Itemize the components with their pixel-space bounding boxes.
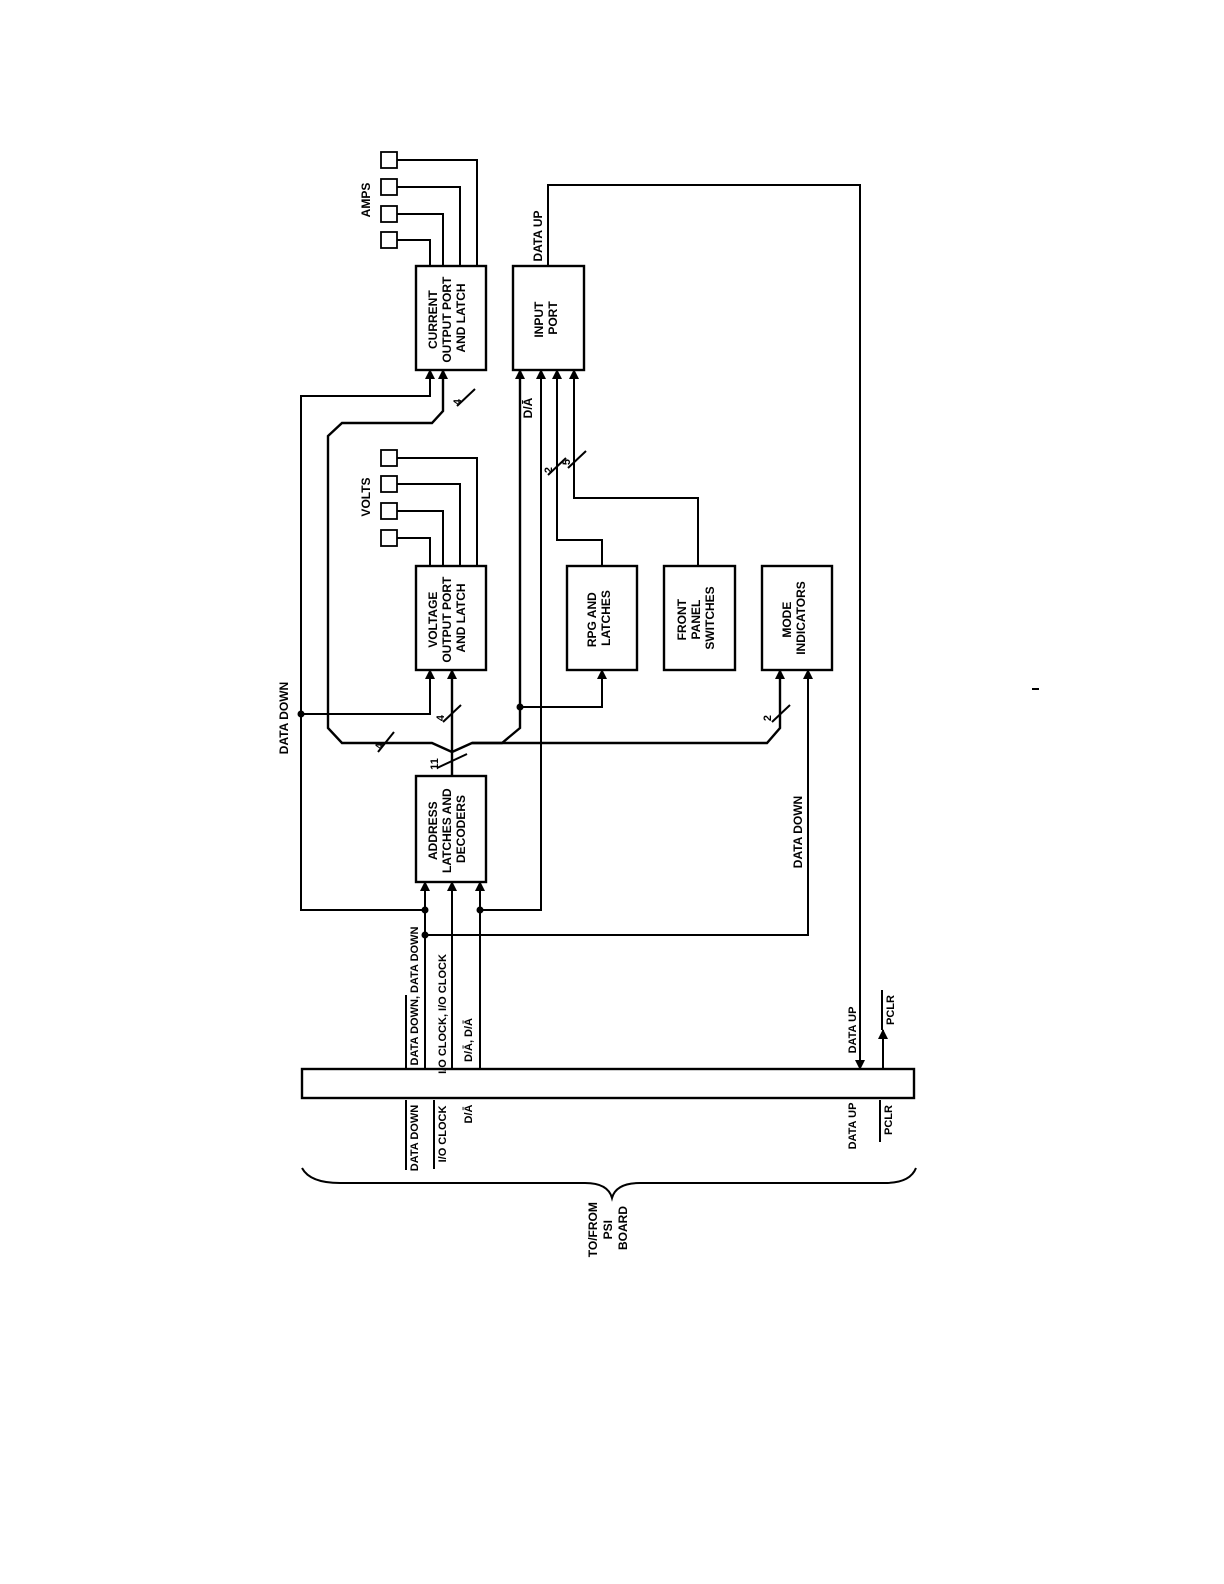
board-out-labels: DATA DOWN I/O CLOCK D/Ā DATA UP PCLR xyxy=(409,1103,895,1172)
svg-text:VOLTAGE OUTPUT PORT: VOLTAGE OUTPUT PORT AND LATCH xyxy=(426,573,468,662)
da-top-label: D/Ā xyxy=(521,397,535,418)
input-port-block: INPUT PORT xyxy=(511,264,586,372)
svg-text:DATA UP: DATA UP xyxy=(847,1103,859,1150)
svg-text:MODE INDICATORS: MODE INDICATORS xyxy=(780,581,808,655)
svg-text:DATA UP: DATA UP xyxy=(847,1007,859,1054)
psi-board-connector xyxy=(300,1067,916,1100)
current-output-port-block: CURRENT OUTPUT PORT AND LATCH xyxy=(414,264,488,372)
board-brace xyxy=(301,1167,917,1202)
board-name-label: TO/FROM PSI BOARD xyxy=(586,1199,630,1257)
svg-text:5: 5 xyxy=(561,459,573,465)
svg-text:INPUT PORT: INPUT PORT xyxy=(532,298,560,337)
rpg-to-input-line xyxy=(552,369,603,566)
address-latches-decoders-block: ADDRESS LATCHES AND DECODERS xyxy=(414,774,488,884)
volts-output-pads xyxy=(380,449,478,566)
board-input-lines xyxy=(420,881,485,1069)
board-in-labels: DATA DOWN, DATA DOWN I/O CLOCK, I/O CLOC… xyxy=(409,927,897,1074)
svg-text:DATA DOWN: DATA DOWN xyxy=(409,1105,421,1171)
data-down-left-label: DATA DOWN xyxy=(277,682,291,754)
svg-text:I/O CLOCK, I/O CLOCK: I/O CLOCK, I/O CLOCK xyxy=(437,954,449,1074)
svg-text:4: 4 xyxy=(452,398,464,405)
data-down-voltage-line xyxy=(301,669,435,715)
svg-text:DATA DOWN, DATA DOWN: DATA DOWN, DATA DOWN xyxy=(409,927,421,1066)
front-panel-switches-block: FRONT PANEL SWITCHES xyxy=(662,564,737,672)
svg-text:4: 4 xyxy=(374,742,386,749)
data-up-line xyxy=(547,184,865,1070)
svg-text:4: 4 xyxy=(435,714,447,721)
svg-text:D/Ā: D/Ā xyxy=(463,1104,475,1123)
svg-text:11: 11 xyxy=(429,758,441,770)
da-line xyxy=(480,369,546,911)
data-down-right-label: DATA DOWN xyxy=(791,796,805,868)
svg-text:I/O CLOCK: I/O CLOCK xyxy=(437,1106,449,1163)
svg-text:PCLR: PCLR xyxy=(883,1105,895,1135)
volts-label: VOLTS xyxy=(359,477,373,516)
amps-output-pads xyxy=(380,151,478,266)
svg-text:D/Ā, D/Ā: D/Ā, D/Ā xyxy=(463,1018,475,1062)
svg-text:ADDRESS LATCHES AND: ADDRESS LATCHES AND DECODERS xyxy=(426,785,468,873)
rpg-latches-block: RPG AND LATCHES xyxy=(565,564,639,672)
data-down-mode-line xyxy=(425,669,813,936)
data-up-top-label: DATA UP xyxy=(531,210,545,261)
bus-width-marks: 11 4 4 2 4 2 5 xyxy=(374,388,791,770)
svg-text:2: 2 xyxy=(762,715,774,721)
voltage-output-port-block: VOLTAGE OUTPUT PORT AND LATCH xyxy=(414,564,488,672)
amps-label: AMPS xyxy=(359,183,373,218)
svg-text:2: 2 xyxy=(543,467,555,473)
svg-text:FRONT PANEL SWITCH: FRONT PANEL SWITCHES xyxy=(675,586,717,649)
svg-text:PCLR: PCLR xyxy=(885,995,897,1025)
overbars xyxy=(405,990,883,1170)
address-bus xyxy=(326,369,785,776)
svg-text:CURRENT OUTPUT PORT: CURRENT OUTPUT PORT AND LATCH xyxy=(426,273,468,362)
data-down-outer-line xyxy=(300,369,435,911)
svg-text:RPG AND LATCHES: RPG AND LATCHES xyxy=(585,589,613,647)
mode-indicators-block: MODE INDICATORS xyxy=(760,564,834,672)
switches-to-input-line xyxy=(569,369,699,566)
